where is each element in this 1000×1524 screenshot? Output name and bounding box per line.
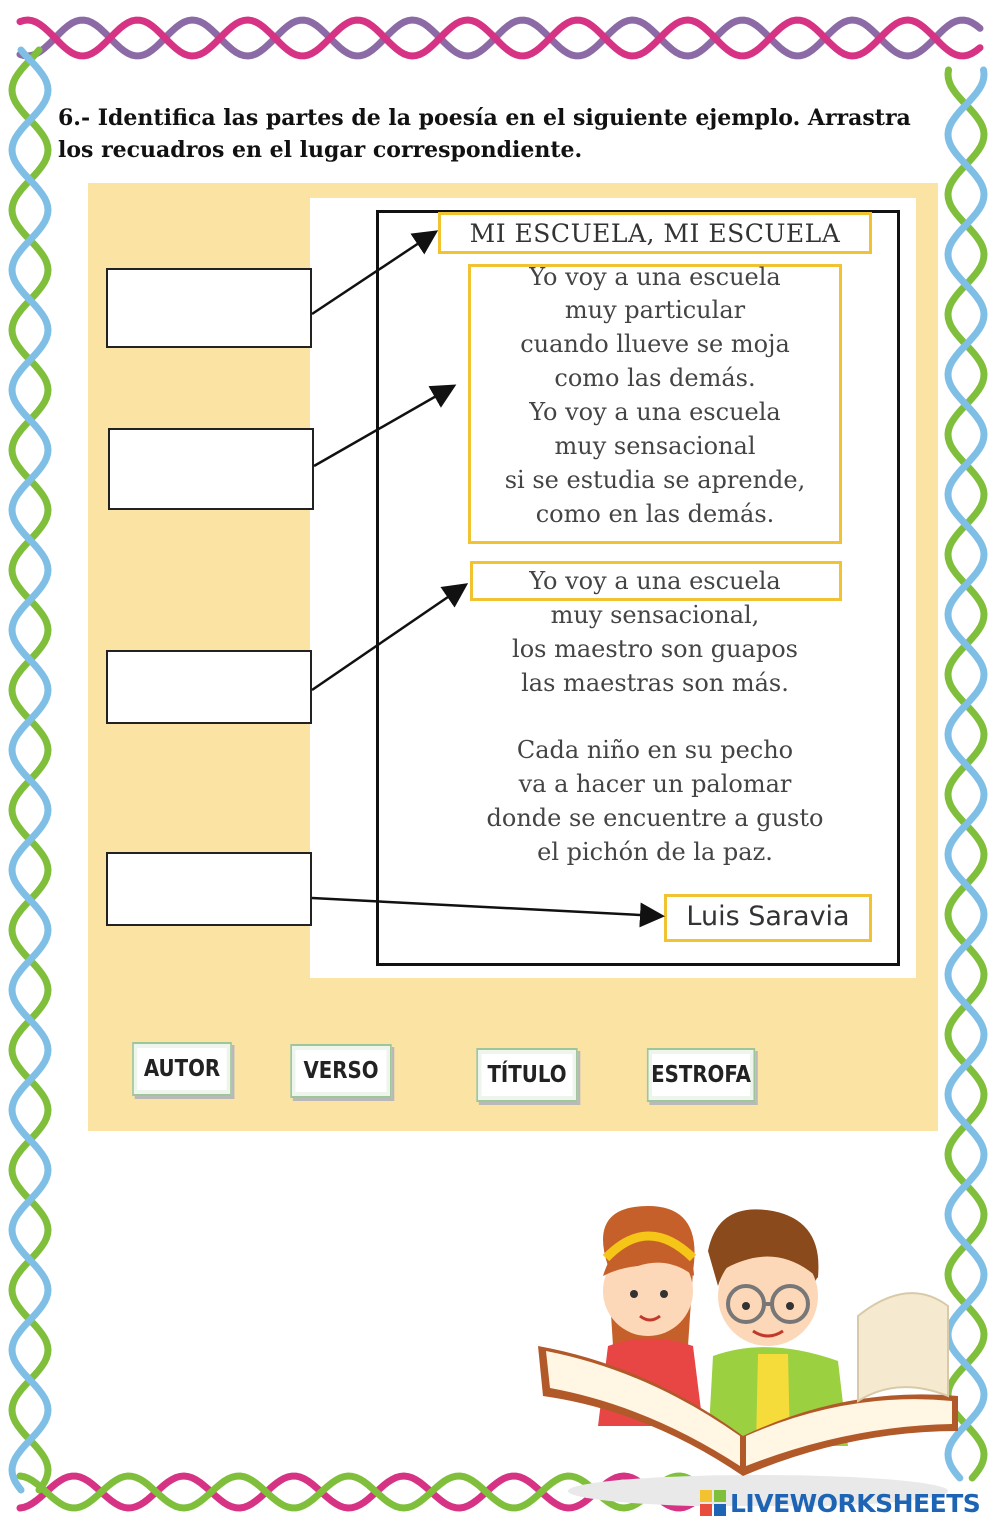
poem-line: como en las demás. [535, 500, 775, 528]
poem-line: donde se encuentre a gusto [486, 804, 824, 832]
kids-reading-illustration [538, 1206, 958, 1506]
poem-line: Cada niño en su pecho [516, 736, 794, 764]
poem-line: muy particular [564, 296, 746, 324]
poem-line: Yo voy a una escuela [529, 398, 781, 426]
chip-estrofa[interactable]: ESTROFA [646, 1048, 756, 1102]
drop-box-stanza[interactable] [108, 428, 314, 510]
poem-line: cuando llueve se moja [520, 330, 790, 358]
poem-line: Yo voy a una escuela [529, 263, 781, 291]
poem-line: como las demás. [554, 364, 756, 392]
poem-line: las maestras son más. [521, 669, 789, 697]
verse-highlight [470, 561, 842, 601]
poem-line: si se estudia se aprende, [504, 466, 806, 494]
chip-verso[interactable]: VERSO [290, 1044, 392, 1098]
poem-line: los maestro son guapos [512, 635, 798, 663]
logo-grid-icon [700, 1490, 726, 1516]
stanza-highlight [468, 264, 842, 544]
drop-box-author[interactable] [106, 852, 312, 926]
poem-line: muy sensacional [554, 432, 756, 460]
poem-line: va a hacer un palomar [518, 770, 792, 798]
chip-titulo[interactable]: TÍTULO [476, 1048, 578, 1102]
poem-title: MI ESCUELA, MI ESCUELA [438, 212, 872, 254]
chip-autor[interactable]: AUTOR [132, 1042, 232, 1096]
poem-line: muy sensacional, [550, 601, 760, 629]
instructions-text: 6.- Identifica las partes de la poesía e… [58, 105, 911, 163]
poem-author: Luis Saravia [664, 894, 872, 942]
logo-text: LIVEWORKSHEETS [730, 1488, 981, 1518]
poem-line: el pichón de la paz. [537, 838, 773, 866]
liveworksheets-logo: LIVEWORKSHEETS [700, 1486, 981, 1520]
drop-box-verse[interactable] [106, 650, 312, 724]
drop-box-title[interactable] [106, 268, 312, 348]
poem-line: Yo voy a una escuela [529, 567, 781, 595]
